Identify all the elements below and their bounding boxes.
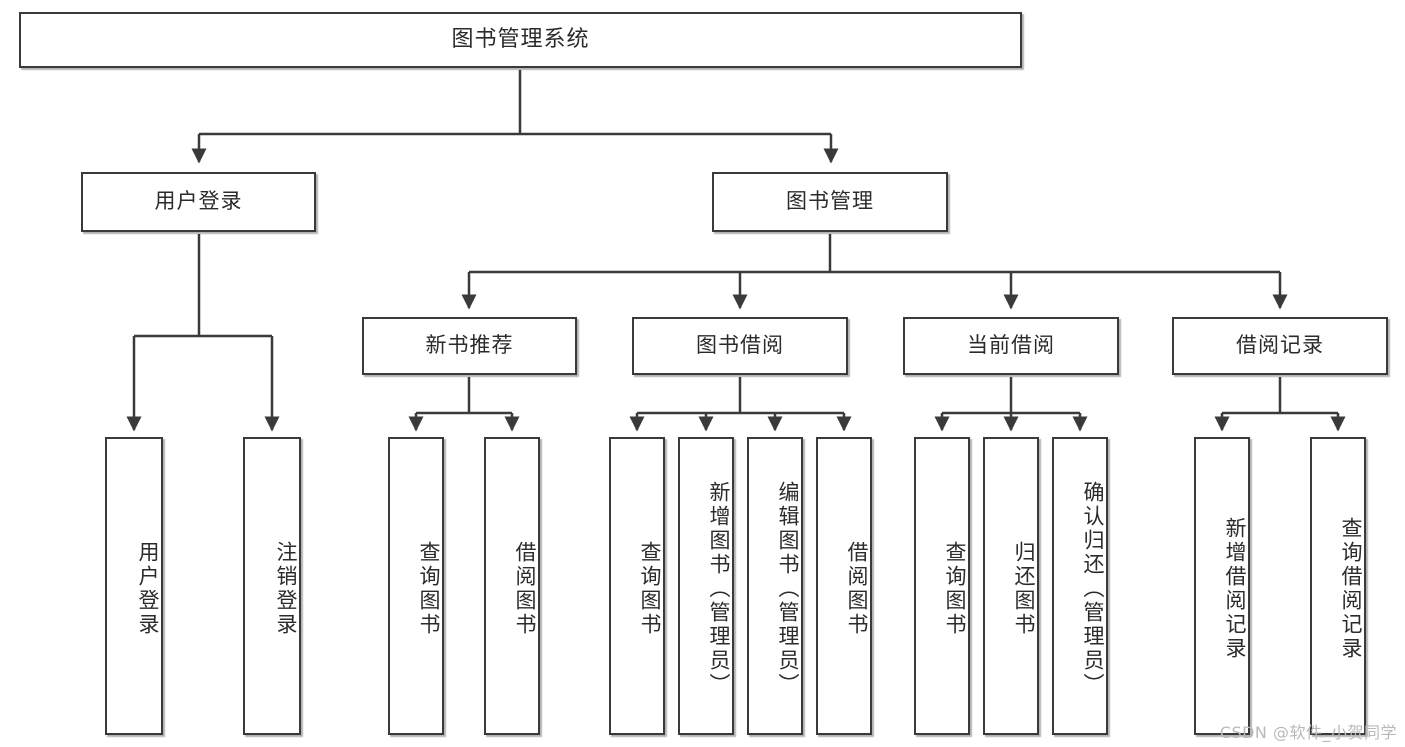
leaf-label: 查询借阅记录 — [1339, 517, 1363, 661]
leaf-user-login[interactable]: 用户登录 — [105, 437, 163, 735]
leaf-label: 借阅图书 — [513, 541, 537, 637]
csdn-watermark: CSDN @软件_小贺同学 — [1219, 723, 1397, 742]
leaf-label: 查询图书 — [943, 541, 967, 637]
node-book-borrow[interactable]: 图书借阅 — [632, 317, 848, 375]
leaf-label: 新增图书（管理员） — [707, 481, 731, 697]
leaf-logout[interactable]: 注销登录 — [243, 437, 301, 735]
node-root-system[interactable]: 图书管理系统 — [19, 12, 1022, 68]
leaf-label: 编辑图书（管理员） — [776, 481, 800, 697]
node-borrow-record[interactable]: 借阅记录 — [1172, 317, 1388, 375]
node-user-login[interactable]: 用户登录 — [81, 172, 316, 232]
leaf-label: 查询图书 — [638, 541, 662, 637]
leaf-edit-book[interactable]: 编辑图书（管理员） — [747, 437, 803, 735]
leaf-label: 查询图书 — [417, 541, 441, 637]
leaf-query-book-recommend[interactable]: 查询图书 — [388, 437, 444, 735]
leaf-borrow-book-recommend[interactable]: 借阅图书 — [484, 437, 540, 735]
leaf-query-borrow-record[interactable]: 查询借阅记录 — [1310, 437, 1366, 735]
leaf-add-book[interactable]: 新增图书（管理员） — [678, 437, 734, 735]
leaf-label: 用户登录 — [136, 541, 160, 637]
leaf-query-book-borrow[interactable]: 查询图书 — [609, 437, 665, 735]
leaf-label: 注销登录 — [274, 541, 298, 637]
leaf-confirm-return[interactable]: 确认归还（管理员） — [1052, 437, 1108, 735]
leaf-label: 新增借阅记录 — [1223, 517, 1247, 661]
leaf-borrow-book[interactable]: 借阅图书 — [816, 437, 872, 735]
leaf-add-borrow-record[interactable]: 新增借阅记录 — [1194, 437, 1250, 735]
leaf-return-book[interactable]: 归还图书 — [983, 437, 1039, 735]
node-book-management[interactable]: 图书管理 — [712, 172, 948, 232]
leaf-query-book-current[interactable]: 查询图书 — [914, 437, 970, 735]
leaf-label: 归还图书 — [1012, 541, 1036, 637]
node-current-borrow[interactable]: 当前借阅 — [903, 317, 1119, 375]
leaf-label: 借阅图书 — [845, 541, 869, 637]
leaf-label: 确认归还（管理员） — [1081, 481, 1105, 697]
node-new-book-recommend[interactable]: 新书推荐 — [362, 317, 577, 375]
